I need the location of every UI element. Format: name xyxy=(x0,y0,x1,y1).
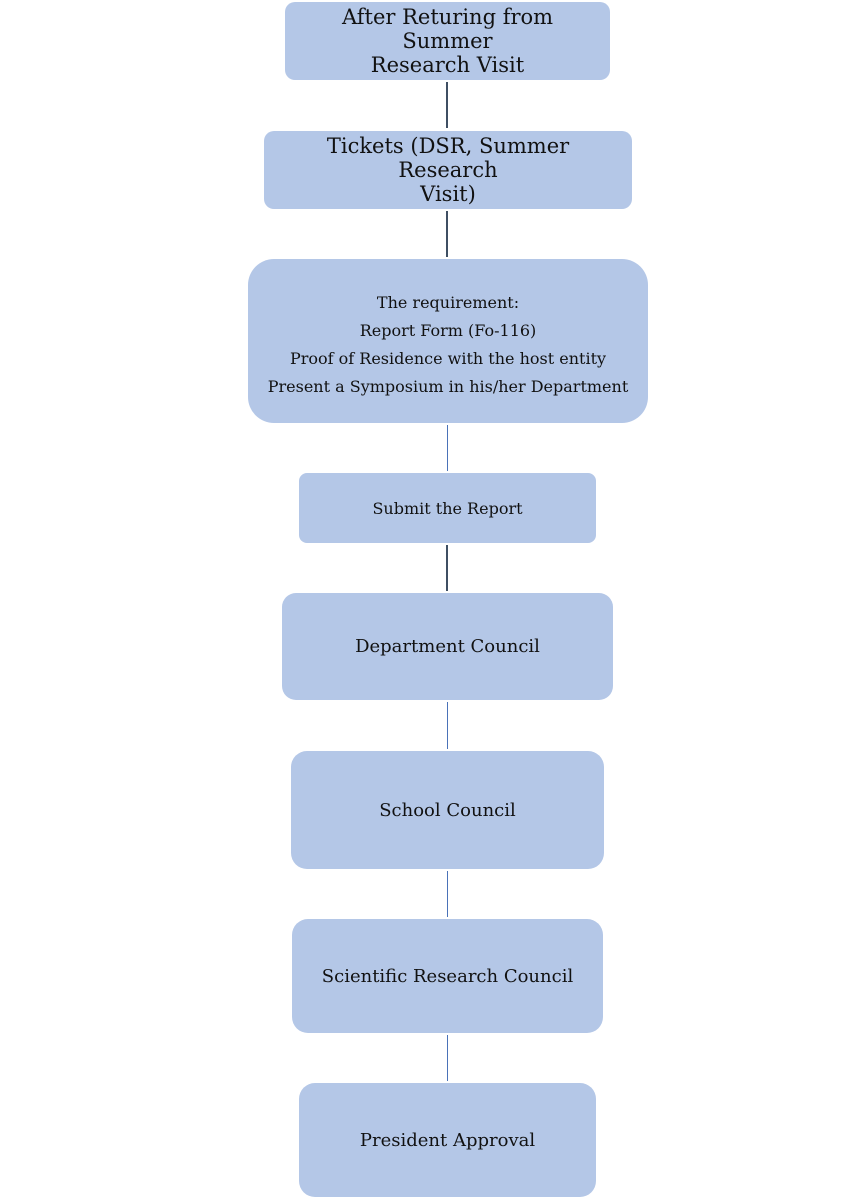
step-requirements: The requirement: Report Form (Fo-116) Pr… xyxy=(248,259,648,423)
step-scientific-research-council-label: Scientific Research Council xyxy=(321,965,574,987)
step-tickets-line-2: Visit) xyxy=(420,182,476,206)
step-after-returning-line-2: Research Visit xyxy=(370,53,525,77)
step-president-approval-label: President Approval xyxy=(359,1129,536,1151)
requirement-report-form: Report Form (Fo-116) xyxy=(359,321,537,340)
step-tickets: Tickets (DSR, Summer Research Visit) xyxy=(264,131,632,209)
step-department-council: Department Council xyxy=(282,593,613,700)
connector-4-5 xyxy=(446,545,448,591)
step-after-returning-line-1: After Returing from Summer xyxy=(341,5,554,53)
step-after-returning: After Returing from Summer Research Visi… xyxy=(285,2,610,80)
connector-7-8 xyxy=(447,1035,448,1081)
step-department-council-label: Department Council xyxy=(355,636,540,657)
connector-6-7 xyxy=(447,871,448,917)
requirement-proof-of-residence: Proof of Residence with the host entity xyxy=(289,349,607,368)
requirement-symposium: Present a Symposium in his/her Departmen… xyxy=(267,377,629,396)
requirements-heading: The requirement: xyxy=(376,293,520,312)
connector-5-6 xyxy=(447,702,448,749)
step-school-council-label: School Council xyxy=(379,799,516,821)
connector-2-3 xyxy=(446,211,448,257)
step-tickets-line-1: Tickets (DSR, Summer Research xyxy=(326,134,570,182)
connector-1-2 xyxy=(446,82,448,128)
step-submit-report-label: Submit the Report xyxy=(372,498,523,518)
step-scientific-research-council: Scientific Research Council xyxy=(292,919,603,1033)
step-president-approval: President Approval xyxy=(299,1083,596,1197)
step-submit-report: Submit the Report xyxy=(299,473,596,543)
connector-3-4 xyxy=(447,425,448,471)
step-school-council: School Council xyxy=(291,751,604,869)
